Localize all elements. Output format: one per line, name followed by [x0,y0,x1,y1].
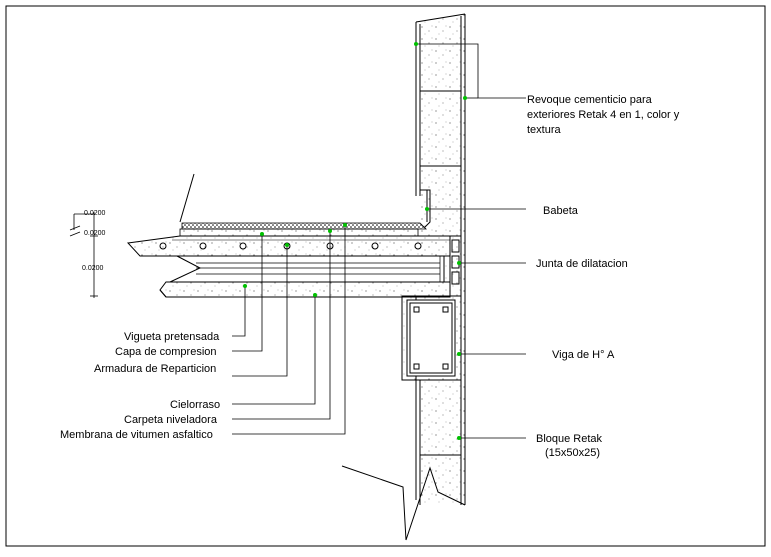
compression-layer [126,235,451,257]
roof-slab [126,173,451,298]
label-cielorraso: Cielorraso [170,399,220,411]
label-junta: Junta de dilatacion [536,258,628,270]
label-revoque-1: Revoque cementicio para [527,94,653,106]
dimension-group: 0.0200 0.0200 0.0200 [69,210,106,298]
label-vigueta: Vigueta pretensada [124,331,220,343]
label-armadura: Armadura de Reparticion [94,363,216,375]
left-leaders [232,225,346,435]
right-leaders [416,43,526,439]
label-membrana: Membrana de vitumen asfaltico [60,429,213,441]
label-capa: Capa de compresion [115,346,217,358]
label-revoque-3: textura [527,124,562,136]
label-revoque-2: exteriores Retak 4 en 1, color y [527,109,680,121]
leader-dots [243,42,467,440]
label-carpeta: Carpeta niveladora [124,414,218,426]
label-bloque-1: Bloque Retak [536,433,603,445]
dim-label-3: 0.0200 [82,265,104,272]
label-bloque-2: (15x50x25) [545,447,600,459]
drawing-frame [5,5,766,547]
leveling-layer [179,228,419,237]
label-viga: Viga de H° A [552,349,615,361]
break-line [341,465,466,541]
dim-label-2: 0.0200 [84,230,106,237]
joist [169,255,445,283]
label-babeta: Babeta [543,205,579,217]
dim-label-1: 0.0200 [84,210,106,217]
membrane-layer [181,222,427,230]
concrete-beam [401,295,462,381]
ceiling-plaster [159,281,451,298]
